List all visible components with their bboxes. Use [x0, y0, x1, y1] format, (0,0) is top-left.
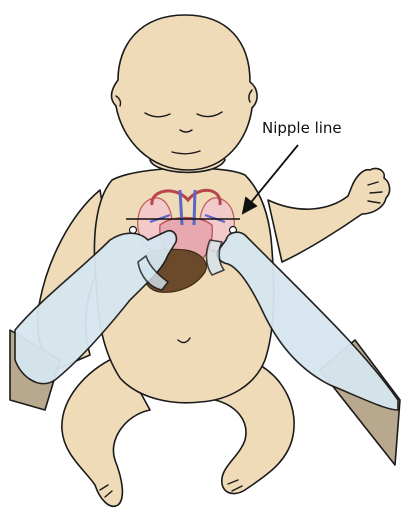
head [110, 14, 258, 171]
left-ear-line [115, 95, 122, 107]
nose [179, 129, 193, 133]
mouth [171, 150, 201, 155]
arrow [241, 144, 299, 215]
left-thumb [137, 255, 169, 291]
left-leg [61, 354, 151, 507]
left-eye [144, 112, 171, 118]
right-ear-line [248, 89, 253, 103]
face [99, 89, 383, 498]
right-arm [267, 167, 391, 263]
arrow-shaft [247, 144, 299, 207]
left-glove [14, 229, 178, 385]
gloved-hands [9, 229, 401, 466]
right-fingers [367, 181, 383, 204]
left-toes [99, 484, 113, 498]
arrow-head [241, 196, 258, 215]
right-toes [227, 479, 243, 492]
right-thumb [205, 239, 225, 276]
aortic-arch [150, 189, 222, 206]
navel [177, 337, 191, 344]
nipple-line-label: Nipple line [262, 119, 342, 137]
right-eye [196, 111, 223, 118]
